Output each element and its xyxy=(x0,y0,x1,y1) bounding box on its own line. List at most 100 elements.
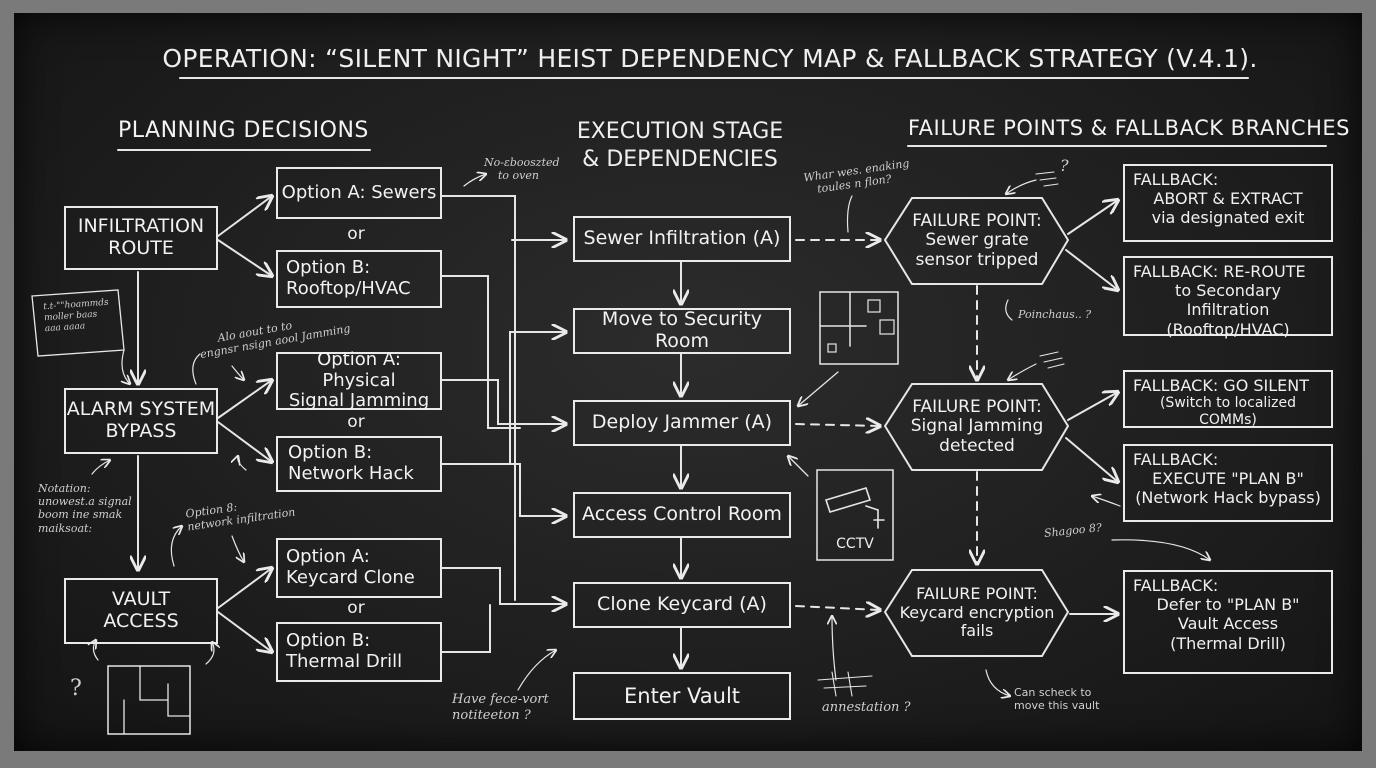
arrow-to-security-room xyxy=(441,332,566,465)
header-execution-line2: & DEPENDENCIES xyxy=(582,147,778,172)
failure-head: FAILURE POINT: xyxy=(912,210,1042,231)
chalk-note: t.t-""hoammds moller baas aaa aaaa xyxy=(43,298,111,335)
arrow-vault-optB xyxy=(217,611,272,652)
option-label: Signal Jamming xyxy=(288,390,430,412)
option-a-signal-jamming[interactable]: Option A: Physical Signal Jamming xyxy=(276,349,442,412)
note-line: Notation: xyxy=(38,482,91,495)
failure-text: Signal Jamming xyxy=(910,416,1044,437)
header-planning: PLANNING DECISIONS xyxy=(118,118,369,143)
line-optA-sewers xyxy=(441,195,516,241)
decision-label: ROUTE xyxy=(108,237,174,259)
stage-move-security-room[interactable]: Move to Security Room xyxy=(573,308,791,354)
stage-label: Deploy Jammer (A) xyxy=(591,411,773,434)
cctv-label: CCTV xyxy=(836,536,874,552)
chalk-note: Can scheck to move this vault xyxy=(1014,686,1099,712)
fallback-head: FALLBACK: GO SILENT xyxy=(1133,376,1323,395)
or-label: or xyxy=(347,598,365,618)
decision-alarm-bypass[interactable]: ALARM SYSTEM BYPASS xyxy=(64,388,218,454)
failure-hex-3 xyxy=(883,569,1070,657)
failure-point-jamming[interactable]: FAILURE POINT: Signal Jamming detected xyxy=(895,386,1059,468)
note-line: Can scheck to xyxy=(1014,686,1092,699)
chalk-note: ? xyxy=(1060,156,1069,175)
option-label: Keycard Clone xyxy=(286,567,415,588)
fallback-head-rest: GO SILENT xyxy=(1218,376,1310,395)
fallback-text: to Secondary Infiltration xyxy=(1175,281,1281,320)
chalk-note: ? xyxy=(70,676,82,701)
arrow-fail1-fb1 xyxy=(1067,200,1118,235)
option-label: Rooftop/HVAC xyxy=(286,278,411,299)
line-optB-rooftop xyxy=(441,275,521,429)
arrow-vault-optA xyxy=(217,568,272,609)
failure-text: Keycard encryption xyxy=(899,602,1055,622)
decision-label: ACCESS xyxy=(103,610,179,632)
option-label: Option B: xyxy=(286,630,371,652)
failure-text: fails xyxy=(960,621,994,641)
option-b-thermal-drill[interactable]: Option B: Thermal Drill xyxy=(276,622,442,682)
fallback-text: EXECUTE "PLAN B" xyxy=(1152,469,1304,489)
arrow-fail2-fb4 xyxy=(1065,437,1118,482)
stage-access-control-room[interactable]: Access Control Room xyxy=(573,492,791,538)
stage-clone-keycard[interactable]: Clone Keycard (A) xyxy=(573,582,791,628)
fallback-text: Defer to "PLAN B" xyxy=(1156,595,1300,615)
stage-sewer-infiltration[interactable]: Sewer Infiltration (A) xyxy=(573,216,791,262)
cctv-box xyxy=(816,469,894,561)
stage-deploy-jammer[interactable]: Deploy Jammer (A) xyxy=(573,400,791,446)
stage-label: Enter Vault xyxy=(623,683,741,708)
chalk-note: Poinchaus.. ? xyxy=(1018,308,1092,321)
arrow-fail1-fb2 xyxy=(1065,249,1118,290)
fallback-go-silent[interactable]: FALLBACK: GO SILENT (Switch to localized… xyxy=(1123,370,1333,428)
note-line: No-ɛbooszted xyxy=(484,156,560,169)
fallback-re-route[interactable]: FALLBACK: RE-ROUTE to Secondary Infiltra… xyxy=(1123,256,1333,339)
stage-label: Access Control Room xyxy=(582,503,782,526)
fallback-head: FALLBACK: xyxy=(1133,170,1219,189)
note-line: Have fece-vort xyxy=(452,692,549,707)
fallback-execute-plan-b[interactable]: FALLBACK: EXECUTE "PLAN B" (Network Hack… xyxy=(1123,444,1333,522)
line-optB-drill xyxy=(441,604,491,653)
vault-floorplan-sketch xyxy=(107,665,191,735)
arrow-infil-optA xyxy=(217,196,272,237)
dashed-to-failure-3 xyxy=(795,606,880,610)
arrow-to-clone-keycard xyxy=(441,567,566,604)
option-label: Thermal Drill xyxy=(286,651,403,672)
fallback-text: Vault Access xyxy=(1177,614,1279,634)
arrow-fail2-fb3 xyxy=(1067,392,1118,421)
fallback-text: (Rooftop/HVAC) xyxy=(1166,319,1290,339)
header-execution: EXECUTION STAGE & DEPENDENCIES xyxy=(560,118,800,174)
arrow-alarm-optA xyxy=(217,380,272,419)
fallback-abort-extract[interactable]: FALLBACK: ABORT & EXTRACT via designated… xyxy=(1123,164,1333,242)
option-label: Option B: xyxy=(286,257,371,279)
fallback-text: (Network Hack bypass) xyxy=(1135,488,1321,508)
option-label: Network Hack xyxy=(288,463,414,484)
note-line: maiksoat: xyxy=(38,521,93,535)
option-a-sewers[interactable]: Option A: Sewers xyxy=(276,167,442,219)
note-line: to oven xyxy=(498,169,539,183)
failure-hex-2 xyxy=(883,383,1070,471)
arrow-alarm-optB xyxy=(217,421,272,462)
option-b-rooftop[interactable]: Option B: Rooftop/HVAC xyxy=(276,250,442,308)
stage-enter-vault[interactable]: Enter Vault xyxy=(573,672,791,720)
chalk-note: annestation ? xyxy=(822,700,911,715)
floorplan-sketch xyxy=(819,291,899,365)
option-a-keycard-clone[interactable]: Option A: Keycard Clone xyxy=(276,538,442,598)
dashed-to-failure-2 xyxy=(795,424,880,426)
option-b-network-hack[interactable]: Option B: Network Hack xyxy=(276,436,442,492)
fallback-defer-plan-b[interactable]: FALLBACK: Defer to "PLAN B" Vault Access… xyxy=(1123,570,1333,674)
fallback-text: (Switch to localized COMMs) xyxy=(1159,395,1297,428)
failure-point-sewer[interactable]: FAILURE POINT: Sewer grate sensor trippe… xyxy=(895,200,1059,282)
fallback-head: FALLBACK: xyxy=(1133,450,1219,469)
failure-point-keycard[interactable]: FAILURE POINT: Keycard encryption fails xyxy=(895,572,1059,654)
fallback-head: FALLBACK: xyxy=(1133,576,1219,595)
or-label: or xyxy=(347,224,365,244)
stage-label: Clone Keycard (A) xyxy=(597,593,767,616)
note-line: move this vault xyxy=(1014,699,1100,713)
stage-label: Sewer Infiltration (A) xyxy=(583,227,781,250)
decision-label: ALARM SYSTEM xyxy=(66,398,216,421)
decision-vault-access[interactable]: VAULT ACCESS xyxy=(64,578,218,644)
decision-infiltration-route[interactable]: INFILTRATION ROUTE xyxy=(64,206,218,270)
or-label: or xyxy=(347,412,365,432)
fallback-text: via designated exit xyxy=(1151,208,1305,228)
failure-head: FAILURE POINT: xyxy=(916,584,1038,604)
fallback-head-rest: RE-ROUTE xyxy=(1218,262,1306,281)
decision-label: VAULT xyxy=(111,588,171,611)
